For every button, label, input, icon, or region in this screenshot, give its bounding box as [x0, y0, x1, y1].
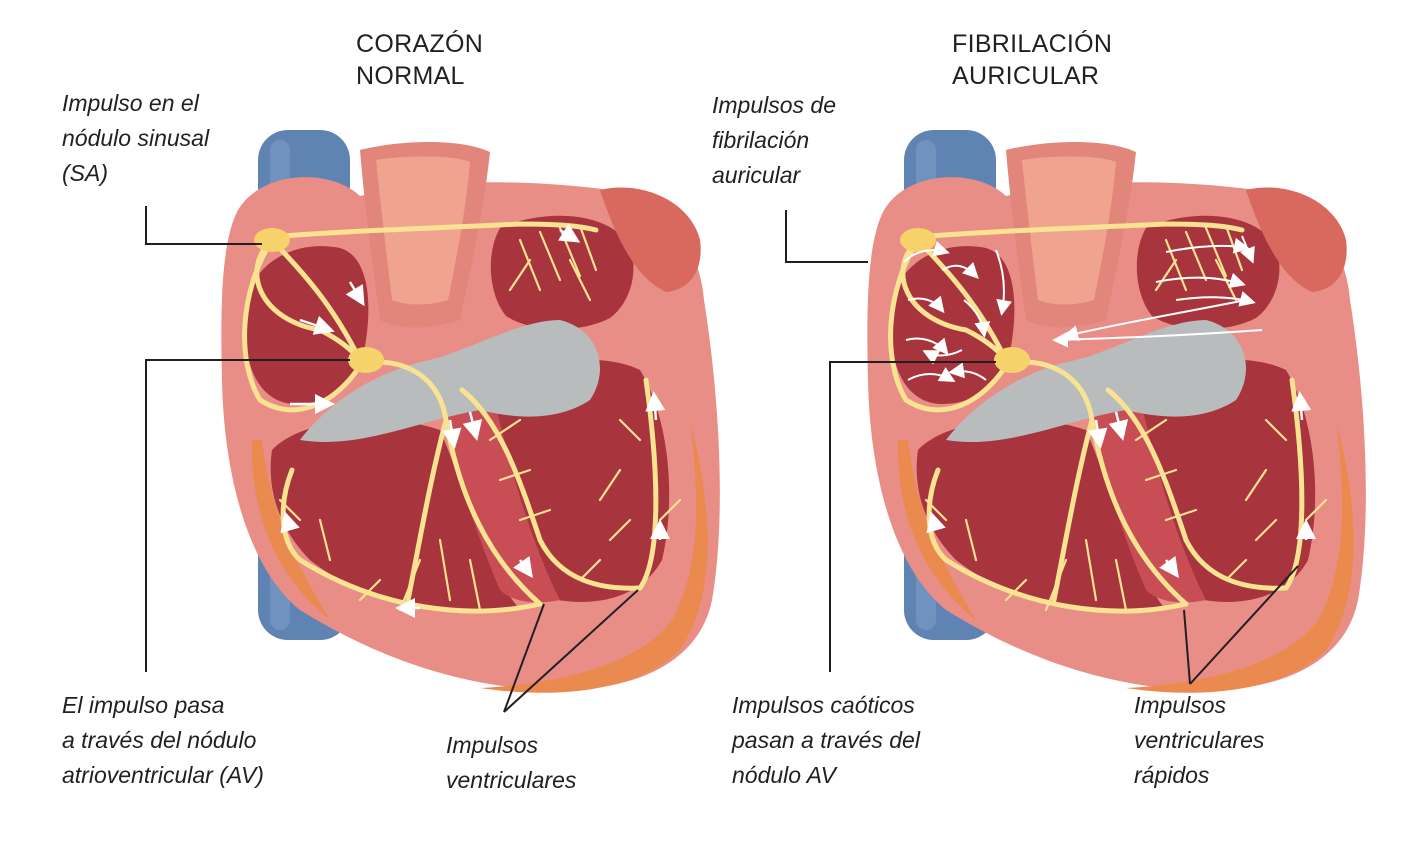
leader-lines	[145, 206, 1299, 713]
chaotic-av-label: Impulsos caóticos pasan a través del nód…	[732, 692, 920, 788]
sa-node	[900, 228, 936, 252]
rapid-ventricular-label: Impulsos ventriculares rápidos	[1134, 692, 1265, 788]
afib-impulses-label: Impulsos de fibrilación auricular	[712, 92, 837, 188]
impulse-arrows	[280, 223, 670, 618]
normal-heart-illustration	[221, 130, 720, 693]
ventricular-impulses-label: Impulsos ventriculares	[446, 732, 577, 793]
pulmonary-trunk	[600, 187, 701, 292]
valve-region	[300, 320, 600, 443]
av-node	[994, 347, 1030, 373]
right-ventricle	[916, 419, 1166, 613]
valve-region	[946, 320, 1246, 443]
normal-heart-title: CORAZÓN NORMAL	[356, 30, 484, 90]
sa-node	[254, 228, 290, 252]
av-node-label: El impulso pasa a través del nódulo atri…	[62, 692, 264, 788]
left-atrium	[490, 215, 634, 330]
conduction-pathways	[888, 221, 1305, 614]
pulmonary-trunk	[1246, 187, 1347, 292]
sa-node-label: Impulso en el nódulo sinusal (SA)	[62, 90, 210, 186]
afib-heart-illustration	[867, 130, 1366, 693]
av-node	[348, 347, 384, 373]
chaotic-impulse-arrows	[903, 235, 1263, 382]
right-ventricle	[270, 419, 520, 613]
afib-heart-title: FIBRILACIÓN AURICULAR	[952, 30, 1113, 90]
